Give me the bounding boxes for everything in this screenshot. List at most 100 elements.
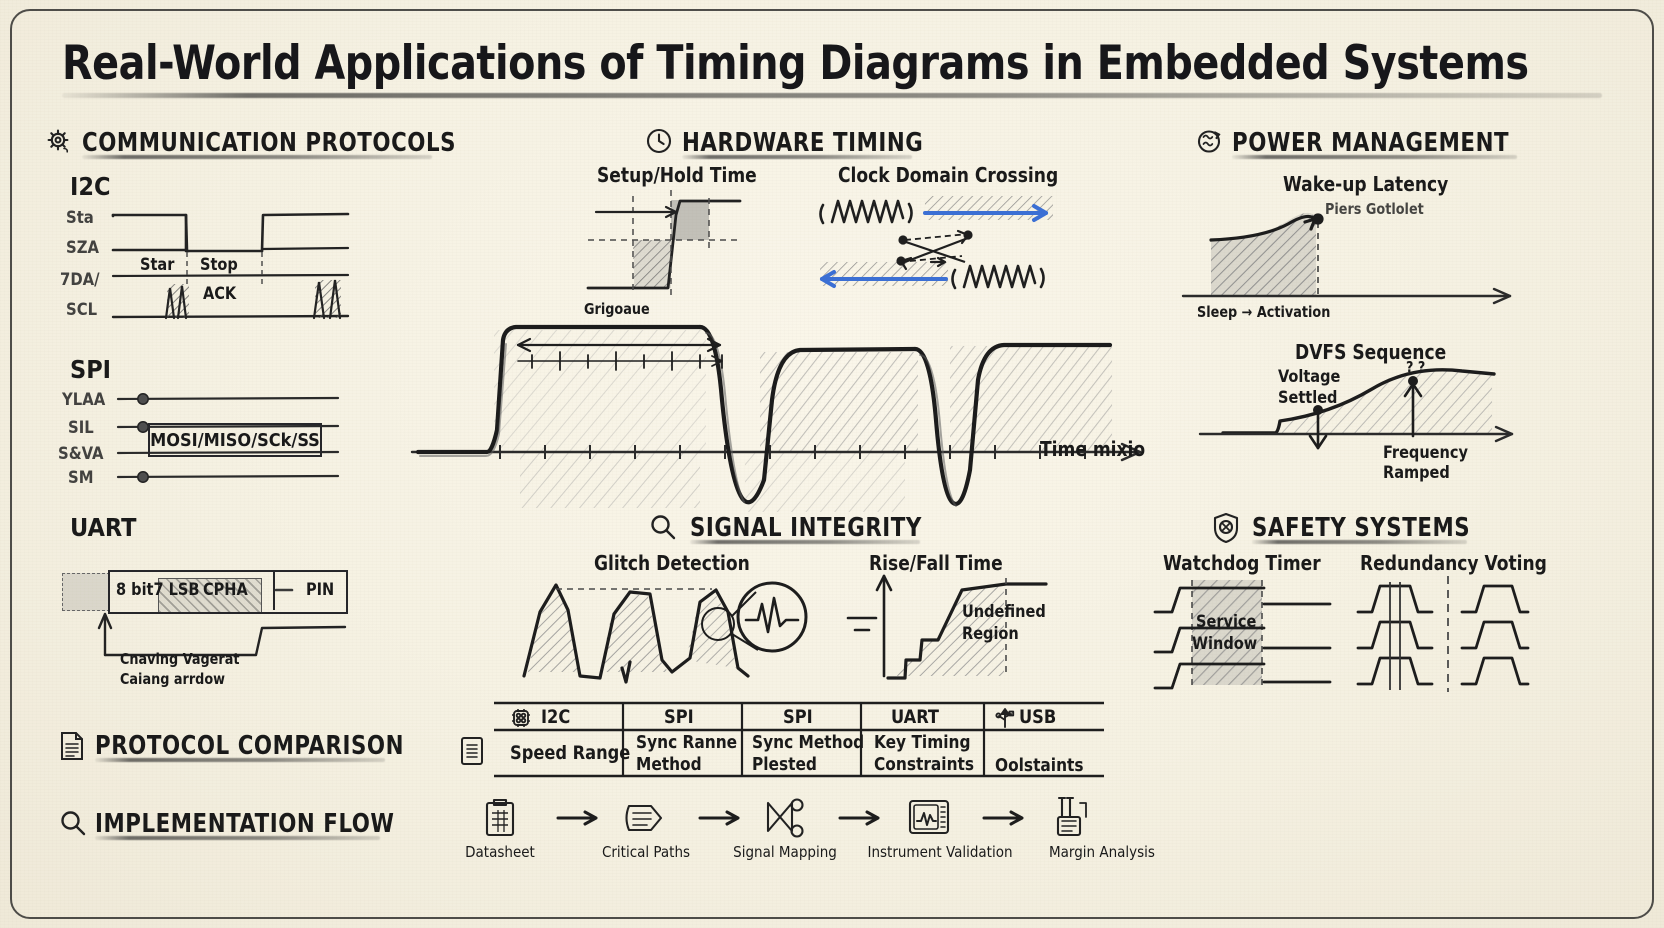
flow-arrows: [556, 810, 1024, 826]
gear-icon: [44, 127, 74, 162]
service-window-label-line-2: Window: [1192, 634, 1258, 654]
node-map-icon: [762, 797, 806, 844]
spi-signal-label-0: YLAA: [62, 390, 106, 409]
clock-icon: [645, 127, 673, 160]
layers-arrow-icon: [621, 798, 667, 843]
section-heading-implementation-flow: IMPLEMENTATION FLOW: [95, 809, 395, 839]
i2c-annotation-start: Star: [140, 255, 175, 275]
flow-step-label-1: Critical Paths: [601, 843, 691, 861]
page-title: Real-World Applications of Timing Diagra…: [62, 36, 1529, 91]
subsection-dvfs-sequence: DVFS Sequence: [1295, 340, 1447, 364]
spi-signal-label-3: SM: [68, 468, 94, 487]
hardware-timing-underline: [682, 155, 912, 159]
chip-icon: [509, 706, 533, 735]
table-cell-0-1: Sync Ranne Method: [636, 732, 738, 775]
service-window-label-line-1: Service: [1196, 612, 1257, 632]
glitch-detection-diagram: [522, 581, 808, 684]
uart-caption-line-2: Caiang arrdow: [120, 670, 225, 688]
waveform-axis-label: Time mixio: [1040, 437, 1146, 461]
protocol-name-i2c: I2C: [70, 172, 111, 201]
wakeup-latency-chart: [1181, 212, 1512, 305]
flow-step-label-3: Instrument Validation: [867, 843, 1013, 861]
subsection-glitch-detection: Glitch Detection: [594, 551, 750, 575]
section-heading-signal-integrity: SIGNAL INTEGRITY: [690, 513, 922, 543]
uart-idle-block: [62, 573, 110, 611]
section-heading-hardware-timing: HARDWARE TIMING: [682, 128, 924, 158]
document-icon: [58, 730, 86, 767]
subsection-watchdog-timer: Watchdog Timer: [1163, 551, 1321, 575]
uart-frame-field-2: PIN: [306, 580, 335, 600]
list-document-icon: [458, 735, 486, 772]
table-header-spi-1: SPI: [664, 706, 694, 728]
spi-bus-label: MOSI/MISO/SCk/SS: [150, 429, 320, 451]
magnifier-icon: [648, 512, 678, 547]
i2c-signal-label-3: SCL: [66, 300, 98, 319]
i2c-waveform: [111, 212, 350, 320]
power-cycle-icon: [1195, 127, 1223, 160]
caliper-icon: [1053, 795, 1091, 844]
protocol-name-uart: UART: [70, 513, 137, 542]
table-header-uart: UART: [891, 706, 939, 728]
dvfs-voltage-label-line-1: Voltage: [1278, 367, 1341, 387]
section-heading-communication-protocols: COMMUNICATION PROTOCOLS: [82, 128, 457, 158]
subsection-wakeup-latency: Wake-up Latency: [1283, 172, 1449, 196]
title-underline: [62, 93, 1602, 98]
spi-bus-lines: [116, 393, 340, 483]
flow-step-label-2: Signal Mapping: [733, 843, 837, 861]
i2c-signal-label-0: Sta: [66, 208, 94, 227]
comparison-table-grid: [494, 701, 1104, 778]
table-header-usb: USB: [1019, 706, 1057, 728]
uart-frame-box: [108, 570, 348, 614]
dvfs-sequence-chart: [1198, 368, 1514, 450]
table-header-spi-2: SPI: [783, 706, 813, 728]
table-cell-0-0: Speed Range: [510, 742, 631, 764]
undefined-region-label-line-2: Region: [962, 624, 1019, 644]
spi-signal-label-2: S&VA: [58, 444, 104, 463]
spi-bus-label-box: MOSI/MISO/SCk/SS: [148, 423, 322, 457]
dvfs-frequency-label-line-1: Frequency: [1383, 443, 1468, 463]
table-cell-0-4: Oolstaints: [995, 755, 1084, 776]
table-cell-0-2: Sync Method Plested: [752, 732, 865, 775]
implementation-flow-underline: [95, 836, 380, 840]
subsection-clock-domain-crossing: Clock Domain Crossing: [838, 163, 1059, 187]
dvfs-frequency-label-line-2: Ramped: [1383, 463, 1450, 483]
uart-frame-dividers: [97, 570, 347, 657]
redundancy-voting-diagram: [1356, 576, 1530, 692]
uart-highlight-block: [158, 578, 262, 613]
uart-frame-field-0: 8 bit7 LSB: [116, 580, 200, 600]
waveform-dimension-label: Grigoaue: [584, 300, 650, 318]
i2c-signal-label-2: 7DA/: [60, 270, 100, 289]
subsection-rise-fall-time: Rise/Fall Time: [869, 551, 1003, 575]
communication-protocols-underline: [82, 155, 432, 159]
dvfs-voltage-label-line-2: Settled: [1278, 388, 1338, 408]
clipboard-icon: [481, 797, 519, 844]
subsection-redundancy-voting: Redundancy Voting: [1360, 551, 1547, 575]
i2c-signal-label-1: SZA: [66, 238, 99, 257]
safety-systems-underline: [1252, 540, 1467, 544]
protocol-name-spi: SPI: [70, 355, 112, 384]
flow-step-label-4: Margin Analysis: [1049, 843, 1155, 861]
usb-icon: [994, 706, 1016, 735]
i2c-annotation-stop: Stop: [200, 255, 238, 275]
clock-domain-crossing-diagram: [819, 196, 1053, 290]
section-heading-protocol-comparison: PROTOCOL COMPARISON: [95, 731, 405, 761]
spi-signal-label-1: SIL: [68, 418, 94, 437]
flow-step-label-0: Datasheet: [465, 843, 535, 861]
uart-caption-line-1: Cnaving Vagerat: [120, 650, 240, 668]
magnifier-icon: [58, 808, 88, 843]
section-heading-safety-systems: SAFETY SYSTEMS: [1252, 513, 1471, 543]
i2c-annotation-ack: ACK: [203, 284, 237, 304]
table-cell-0-3: Key Timing Constraints: [874, 732, 975, 775]
poster-border: [10, 9, 1654, 919]
subsection-setup-hold-time: Setup/Hold Time: [597, 163, 757, 187]
power-management-underline: [1232, 155, 1517, 159]
protocol-comparison-underline: [95, 758, 385, 762]
rise-fall-time-diagram: [846, 574, 1048, 680]
oscilloscope-icon: [906, 797, 952, 842]
signal-integrity-underline: [690, 540, 920, 544]
table-header-i2c: I2C: [541, 706, 571, 728]
uart-frame-field-1: CPHA: [203, 580, 248, 600]
undefined-region-label-line-1: Undefined: [962, 602, 1046, 622]
section-heading-power-management: POWER MANAGEMENT: [1232, 128, 1510, 158]
watchdog-timer-diagram: [1153, 580, 1332, 690]
